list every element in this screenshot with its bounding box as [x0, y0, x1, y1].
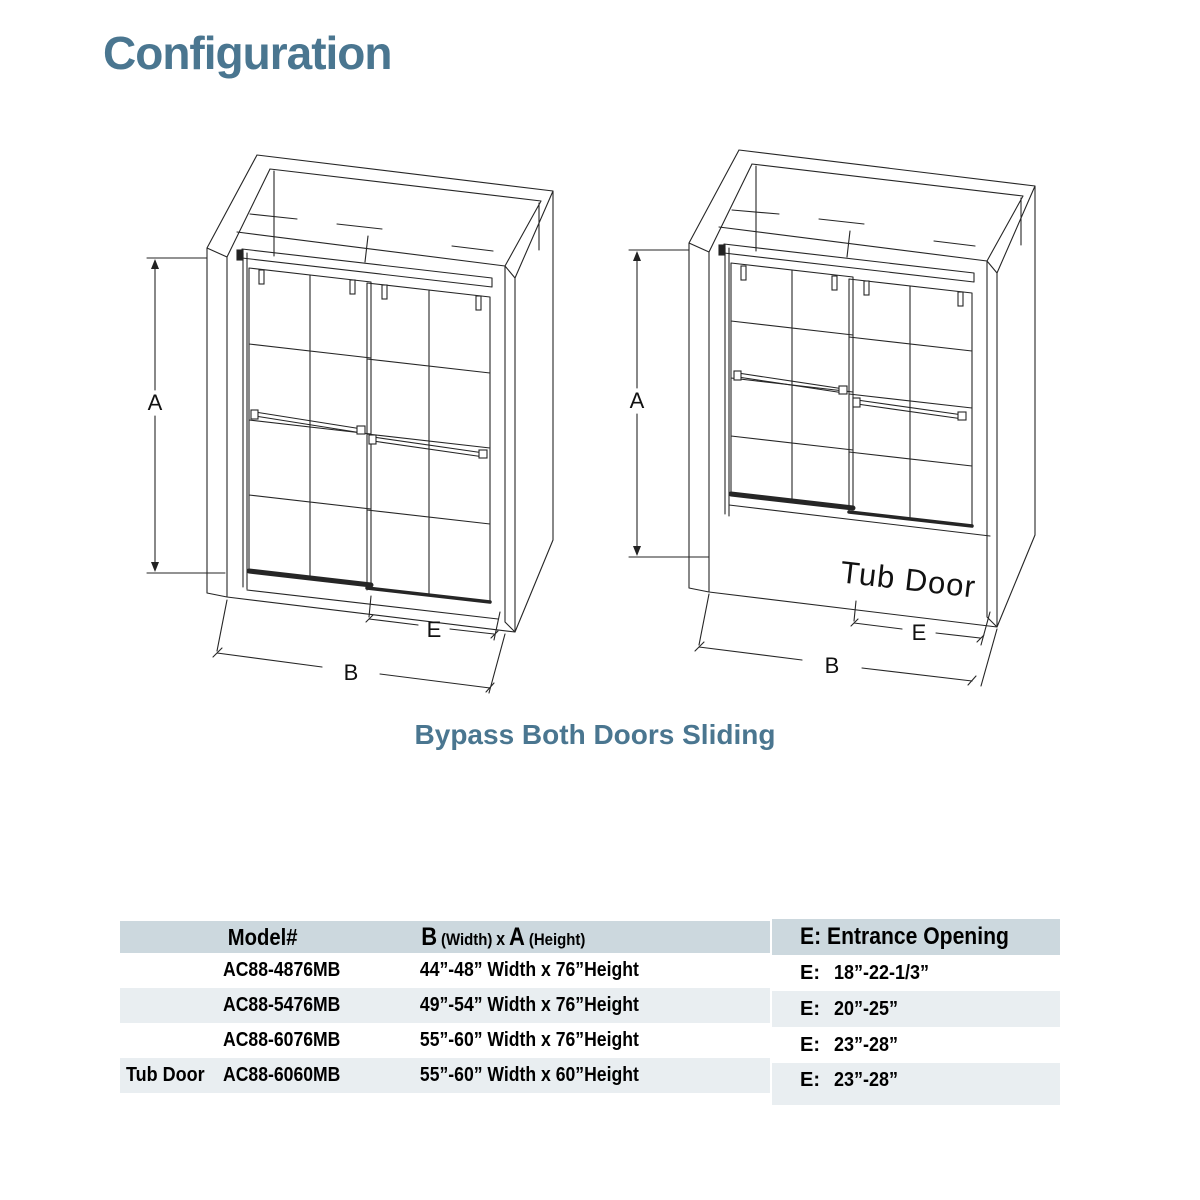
dim-label-a: A: [148, 390, 163, 415]
size-cell: 55”-60” Width x 76”Height: [419, 1029, 639, 1051]
model-cell: AC88-5476MB: [223, 994, 341, 1016]
dim-label-a: A: [630, 388, 645, 413]
dimension-e: E: [850, 600, 991, 646]
dimension-a: A: [628, 249, 710, 558]
size-cell: 49”-54” Width x 76”Height: [419, 994, 639, 1016]
entrance-value: 20”-25”: [834, 998, 899, 1020]
entrance-value: 23”-28”: [834, 1034, 899, 1056]
top-track-plan: [731, 209, 976, 258]
size-cell: 44”-48” Width x 76”Height: [419, 959, 639, 981]
door-panel-right: [847, 278, 974, 528]
dimension-b: B: [694, 593, 998, 687]
table-row: E: 20”-25”: [772, 991, 1060, 1027]
entrance-prefix: E:: [800, 1069, 820, 1091]
entrance-value: 23”-28”: [834, 1069, 899, 1091]
dim-label-e: E: [912, 620, 927, 645]
table-row: E: 18”-22-1/3”: [772, 955, 1060, 991]
roller-brackets: [740, 265, 964, 307]
entrance-prefix: E:: [800, 1034, 820, 1056]
table-row: E: 23”-28”: [772, 1063, 1060, 1105]
spec-table-header: Model# B (Width) x A (Height): [120, 921, 770, 953]
table-row: AC88-4876MB 44”-48” Width x 76”Height: [120, 953, 770, 988]
entrance-table: E: Entrance Opening E: 18”-22-1/3” E: 20”-…: [772, 919, 1060, 1105]
dim-label-b: B: [344, 660, 359, 685]
header-size: B (Width) x A (Height): [420, 923, 586, 951]
table-row: Tub Door AC88-6060MB 55”-60” Width x 60”…: [120, 1058, 770, 1093]
table-row: E: 23”-28”: [772, 1027, 1060, 1063]
header-model: Model#: [227, 924, 298, 950]
tub-door-panel-label: Tub Door: [839, 554, 978, 604]
entrance-table-header: E: Entrance Opening: [772, 919, 1060, 955]
spec-table: Model# B (Width) x A (Height) AC88-4876M…: [120, 921, 770, 1093]
door-panel-right: [365, 282, 492, 604]
page-title: Configuration: [103, 27, 392, 79]
dim-label-e: E: [427, 617, 442, 642]
top-track-plan: [249, 213, 494, 263]
model-cell: AC88-6076MB: [223, 1029, 341, 1051]
diagram-bypass-tub: Tub Door A E B: [628, 149, 1036, 687]
towel-bars: [733, 370, 967, 421]
alcove-shell: [688, 149, 1036, 628]
dimension-b: B: [212, 599, 506, 694]
model-cell: AC88-6060MB: [223, 1064, 341, 1086]
door-panel-left: [242, 252, 374, 590]
entrance-prefix: E:: [800, 998, 820, 1020]
dimension-e: E: [365, 595, 501, 642]
diagram-caption: Bypass Both Doors Sliding: [414, 719, 776, 750]
table-row: AC88-5476MB 49”-54” Width x 76”Height: [120, 988, 770, 1023]
dim-label-b: B: [825, 653, 840, 678]
table-row: AC88-6076MB 55”-60” Width x 76”Height: [120, 1023, 770, 1058]
dimension-a: A: [146, 257, 226, 574]
roller-brackets: [258, 269, 482, 311]
diagram-bypass-shower: A E B: [146, 154, 554, 694]
row-label-tub-door: Tub Door: [126, 1064, 205, 1086]
entrance-value: 18”-22-1/3”: [834, 962, 930, 984]
alcove-shell: [206, 154, 554, 633]
towel-bars: [250, 409, 488, 459]
configuration-diagrams: A E B: [146, 149, 1036, 694]
model-cell: AC88-4876MB: [223, 959, 341, 981]
entrance-prefix: E:: [800, 962, 820, 984]
size-cell: 55”-60” Width x 60”Height: [419, 1064, 639, 1086]
